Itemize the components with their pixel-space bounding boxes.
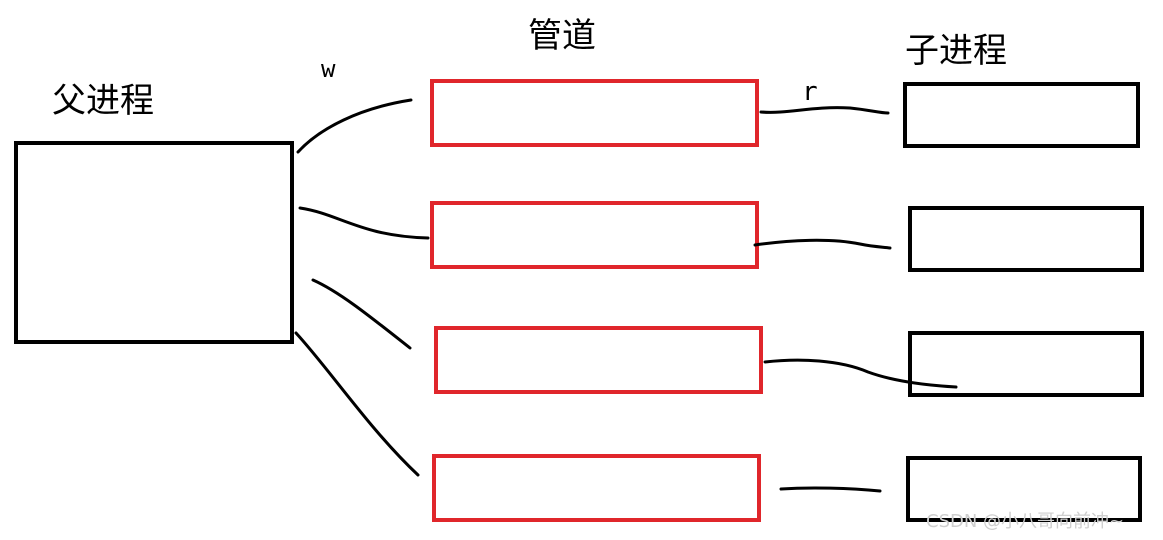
- write-wire-2: [298, 206, 430, 240]
- child-process-box-4: [906, 456, 1142, 522]
- child-process-box-3: [908, 331, 1144, 397]
- read-wire-3: [763, 358, 958, 389]
- parent-process-box: [14, 141, 294, 344]
- child-process-box-2: [908, 206, 1144, 272]
- pipe-box-3: [434, 326, 763, 394]
- csdn-watermark: CSDN @小八哥向前冲~: [926, 511, 1124, 532]
- read-wire-2: [753, 238, 892, 250]
- read-wire-4: [779, 486, 882, 493]
- child-processes-label: 子进程: [905, 31, 1007, 71]
- parent-process-label: 父进程: [52, 81, 154, 121]
- pipe-box-1: [430, 79, 759, 147]
- write-wire-1: [296, 98, 413, 154]
- read-end-label: r: [802, 77, 818, 107]
- write-wire-3: [311, 278, 412, 350]
- pipe-box-2: [430, 201, 759, 269]
- pipe-box-4: [432, 454, 761, 522]
- read-wire-1: [759, 106, 890, 115]
- child-process-box-1: [903, 82, 1140, 148]
- pipes-label: 管道: [528, 16, 596, 56]
- write-end-label: w: [321, 55, 336, 83]
- write-wire-4: [294, 331, 420, 477]
